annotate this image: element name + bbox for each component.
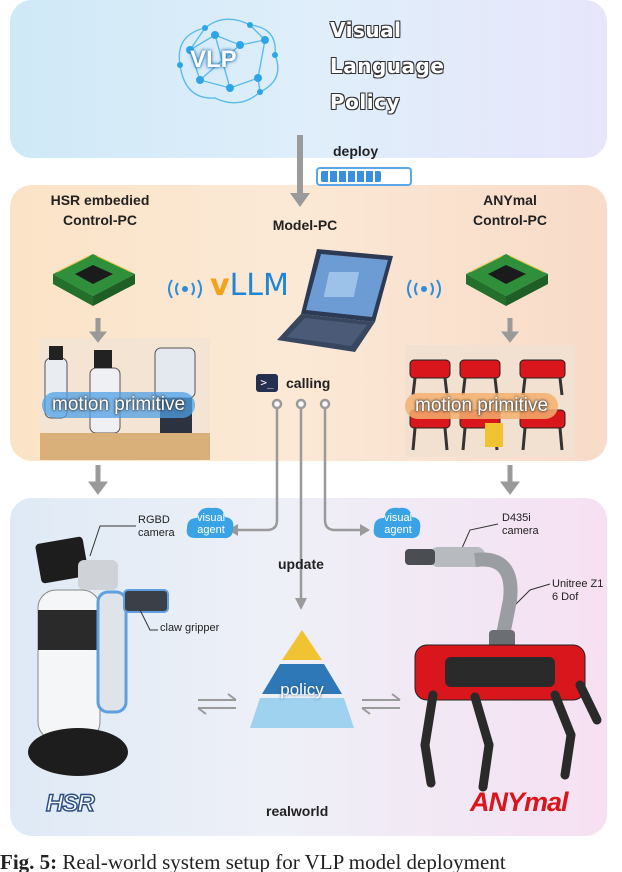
wireless-right-icon	[407, 279, 441, 299]
d435i-camera-label: D435i camera	[502, 512, 539, 537]
policy-label: policy	[280, 680, 324, 699]
anymal-control-pc-title: ANYmal Control-PC	[473, 192, 547, 228]
title-language: Language	[330, 54, 445, 78]
visual-agent-left-icon	[186, 507, 234, 539]
anymal-logo: ANYmal	[470, 787, 569, 817]
rgbd-camera-label: RGBD camera	[138, 514, 175, 539]
realworld-label: realworld	[266, 803, 329, 819]
anymal-chip-icon	[466, 254, 548, 306]
policy-pyramid-icon	[250, 630, 354, 728]
motion-primitive-left-label: motion primitive	[42, 392, 196, 418]
terminal-icon: >_	[256, 374, 278, 392]
hsr-logo: HSR	[45, 789, 95, 818]
anymal-robot-image	[405, 547, 602, 792]
deploy-arrow	[290, 135, 310, 207]
caption-text: Real-world system setup for VLP model de…	[57, 850, 506, 872]
title-visual: Visual	[330, 18, 402, 42]
title-policy: Policy	[330, 90, 401, 114]
wireless-left-icon	[168, 279, 202, 299]
deploy-progress-bar	[316, 167, 412, 186]
vllm-logo: vLLM	[210, 268, 289, 303]
motion-primitive-right-label: motion primitive	[405, 393, 559, 419]
model-pc-title: Model-PC	[272, 217, 338, 233]
visual-agent-right-icon	[373, 507, 421, 539]
hsr-robot-image	[28, 536, 169, 776]
figure-caption: Fig. 5: Real-world system setup for VLP …	[0, 850, 622, 872]
deploy-label: deploy	[333, 143, 379, 159]
brain-network-icon	[177, 18, 279, 104]
hsr-chip-icon	[53, 254, 135, 306]
claw-gripper-label: claw gripper	[160, 622, 220, 634]
laptop-icon	[277, 249, 393, 352]
hsr-control-pc-title: HSR embedied Control-PC	[50, 192, 150, 228]
calling-label: calling	[286, 375, 331, 391]
vlp-logo-text: VLP	[190, 46, 237, 73]
unitree-z1-label: Unitree Z1 6 Dof	[552, 578, 604, 603]
caption-prefix: Fig. 5:	[0, 850, 58, 872]
top-panel	[10, 0, 607, 158]
visual-agent-left-label: visual agent	[196, 512, 226, 536]
update-label: update	[278, 556, 324, 572]
visual-agent-right-label: visual agent	[383, 512, 413, 536]
